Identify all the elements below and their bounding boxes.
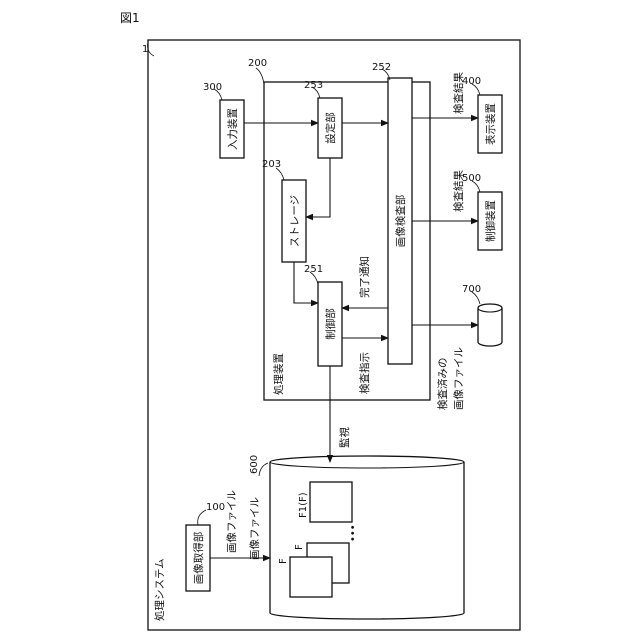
file-f-label-front: F xyxy=(278,558,289,564)
processing-device-label: 処理装置 xyxy=(272,353,285,395)
inspected-file-label-2: 画像ファイル xyxy=(453,347,465,410)
system-label: 処理システム xyxy=(153,558,166,621)
control-unit-ref: 251 xyxy=(304,264,323,275)
storage-ref: 203 xyxy=(262,159,281,170)
setting-unit-label: 設定部 xyxy=(324,112,337,144)
file-f-label-back: F xyxy=(294,544,305,550)
image-inspection-unit-ref: 252 xyxy=(372,62,391,73)
control-unit-label: 制御部 xyxy=(324,308,337,340)
file-f-front xyxy=(290,557,332,597)
image-file-edge-label: 画像ファイル xyxy=(226,490,238,553)
inspection-instruction-label: 検査指示 xyxy=(358,352,371,394)
display-device-label: 表示装置 xyxy=(484,103,497,145)
inspected-file-label-1: 検査済みの xyxy=(436,358,449,411)
monitor-edge-label: 監視 xyxy=(338,427,351,448)
processing-device-ref: 200 xyxy=(248,58,267,69)
system-ref: 1 xyxy=(142,44,148,55)
more-files-ellipsis: ••• xyxy=(348,524,359,542)
image-acquisition-unit-ref: 100 xyxy=(206,502,225,513)
file-f1 xyxy=(310,482,352,522)
result-edge-label-1: 検査結果 xyxy=(452,72,465,114)
image-acquisition-unit-label: 画像取得部 xyxy=(192,532,205,585)
storage-label: ストレージ xyxy=(289,195,301,247)
image-file-storage-label: 画像ファイル xyxy=(249,497,261,560)
completion-notice-label: 完了通知 xyxy=(358,256,371,298)
figure-label: 図1 xyxy=(120,11,140,25)
input-device-label: 入力装置 xyxy=(226,108,239,150)
control-device-label: 制御装置 xyxy=(484,200,497,242)
file-f1-label: F1(F) xyxy=(298,492,309,518)
image-inspection-unit-label: 画像検査部 xyxy=(394,195,407,248)
result-edge-label-2: 検査結果 xyxy=(452,170,465,212)
input-device-ref: 300 xyxy=(203,82,222,93)
image-file-storage-ref: 600 xyxy=(249,455,260,474)
database-ref: 700 xyxy=(462,284,481,295)
setting-unit-ref: 253 xyxy=(304,80,323,91)
